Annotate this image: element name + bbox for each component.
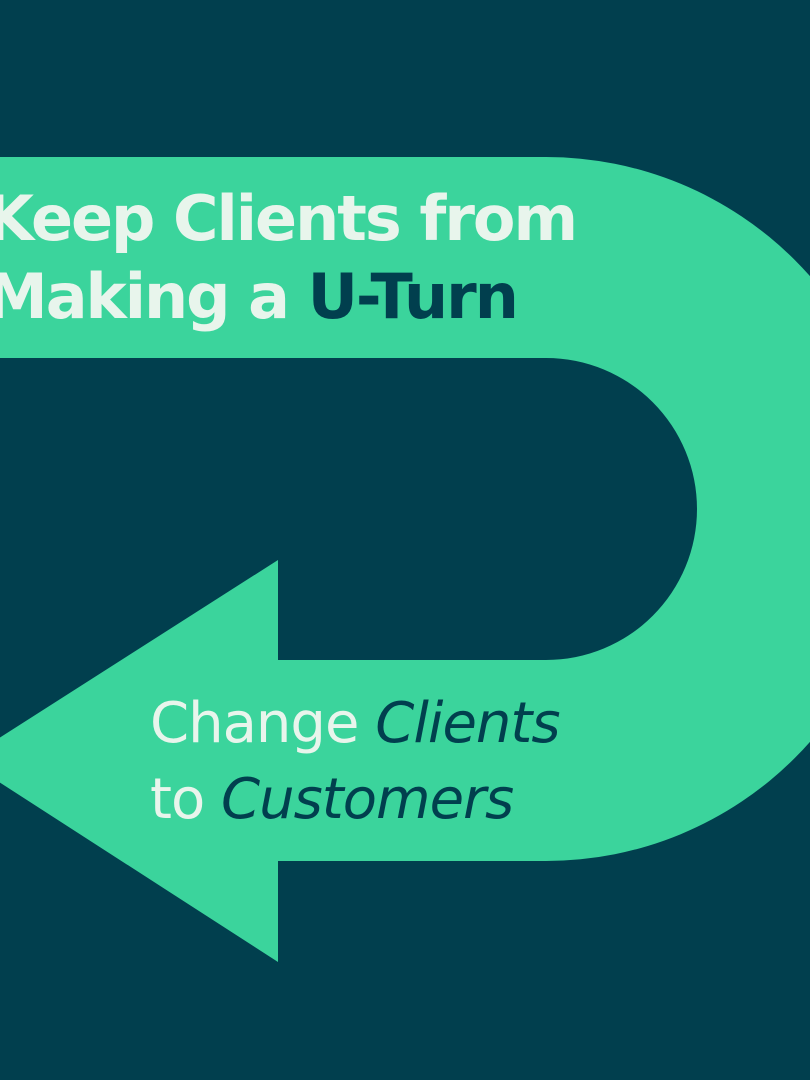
subline-line-1-prefix: Change (150, 691, 359, 756)
subline-line-2-prefix: to (150, 767, 205, 832)
subline-customers: Customers (221, 767, 514, 832)
headline-accent: U-Turn (307, 260, 519, 333)
subline-clients: Clients (375, 691, 560, 756)
u-turn-arrow-shape (0, 157, 810, 962)
headline-line-2-prefix: Making a (0, 260, 290, 333)
headline-line-1: Keep Clients from (0, 182, 578, 255)
subline: Change Clients to Customers (150, 686, 561, 838)
headline: Keep Clients from Making a U-Turn (0, 180, 578, 336)
